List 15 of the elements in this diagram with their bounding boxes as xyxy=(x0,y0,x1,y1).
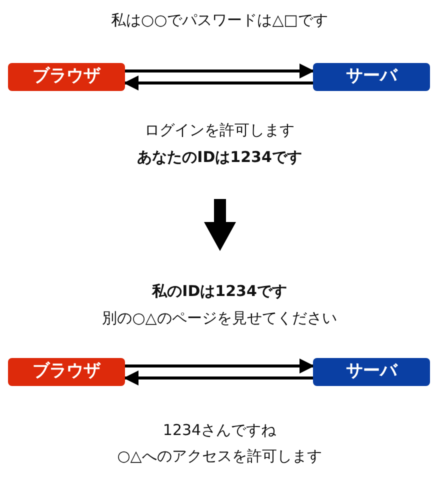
message-text: あなたのIDは1234です xyxy=(136,147,303,167)
message-text: 私は○○でパスワードは△□です xyxy=(110,10,329,30)
entity-box: ブラウザ xyxy=(8,63,125,91)
arrow xyxy=(125,64,314,78)
arrow xyxy=(124,76,313,90)
message-text: ○△へのアクセスを許可します xyxy=(116,446,323,466)
entity-box: サーバ xyxy=(313,358,430,386)
message-text: 私のIDは1234です xyxy=(150,281,288,301)
arrow xyxy=(125,358,314,374)
message-text: ログインを許可します xyxy=(144,120,296,140)
message-text: 別の○△のページを見せてください xyxy=(101,308,338,328)
entity-box: ブラウザ xyxy=(8,358,125,386)
entity-box: サーバ xyxy=(313,63,430,91)
message-text: 1234さんですね xyxy=(162,420,278,440)
arrow xyxy=(124,370,313,386)
